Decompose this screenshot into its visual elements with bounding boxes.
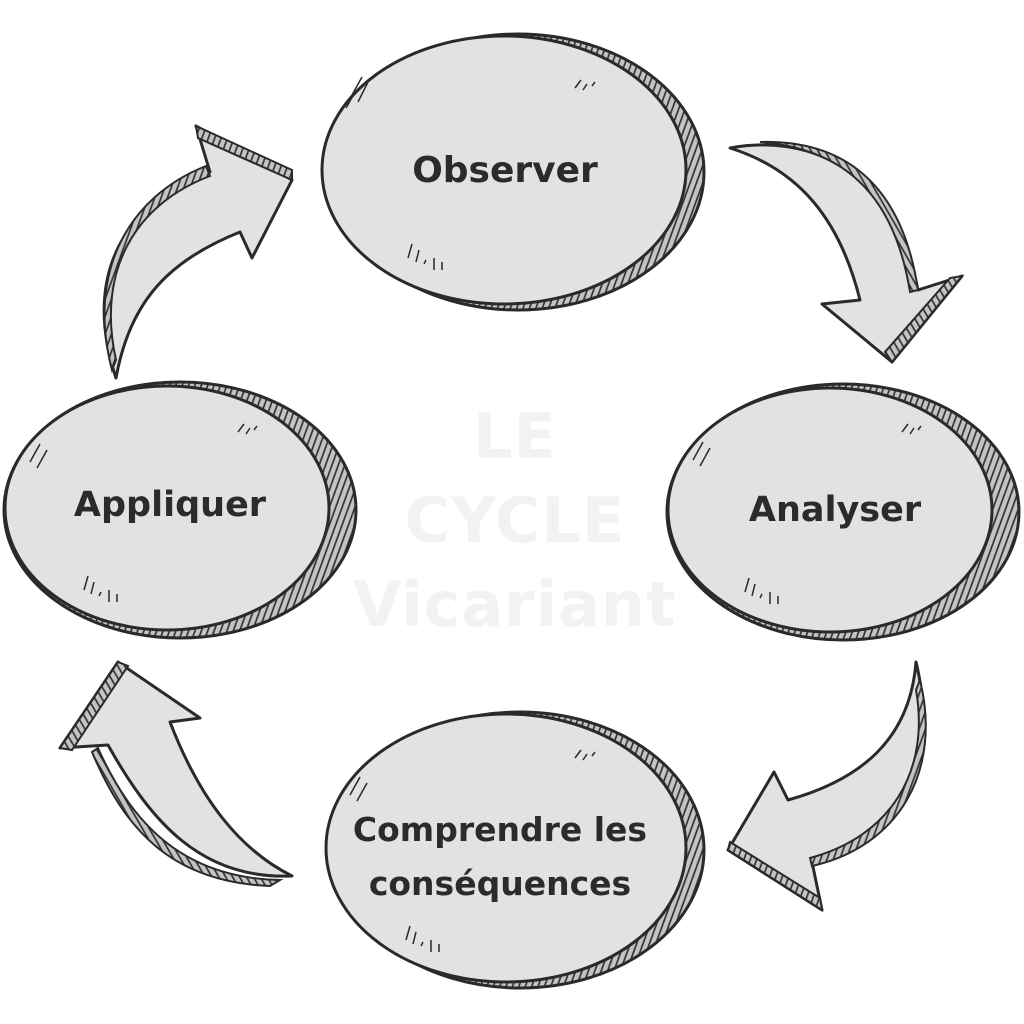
watermark-line-1: LE bbox=[473, 400, 557, 473]
node-appliquer-label: Appliquer bbox=[73, 485, 267, 525]
watermark-title: LE CYCLE Vicariant bbox=[340, 395, 690, 647]
curved-arrow-down-right-icon bbox=[728, 140, 965, 364]
node-observer-shape bbox=[320, 32, 706, 312]
node-analyser-shape bbox=[665, 382, 1021, 642]
curved-arrow-up-left-icon bbox=[58, 660, 294, 888]
node-comprendre-label: Comprendre les conséquences bbox=[352, 810, 648, 903]
curved-arrow-up-right-icon bbox=[102, 124, 294, 380]
watermark-line-2: CYCLE bbox=[404, 484, 626, 557]
curved-arrow-down-left-icon bbox=[726, 660, 927, 913]
node-analyser-label: Analyser bbox=[748, 490, 922, 530]
node-comprendre-shape bbox=[324, 710, 706, 990]
watermark-line-3: Vicariant bbox=[353, 568, 677, 641]
node-appliquer-shape bbox=[2, 380, 358, 640]
node-observer-label: Observer bbox=[412, 150, 598, 191]
